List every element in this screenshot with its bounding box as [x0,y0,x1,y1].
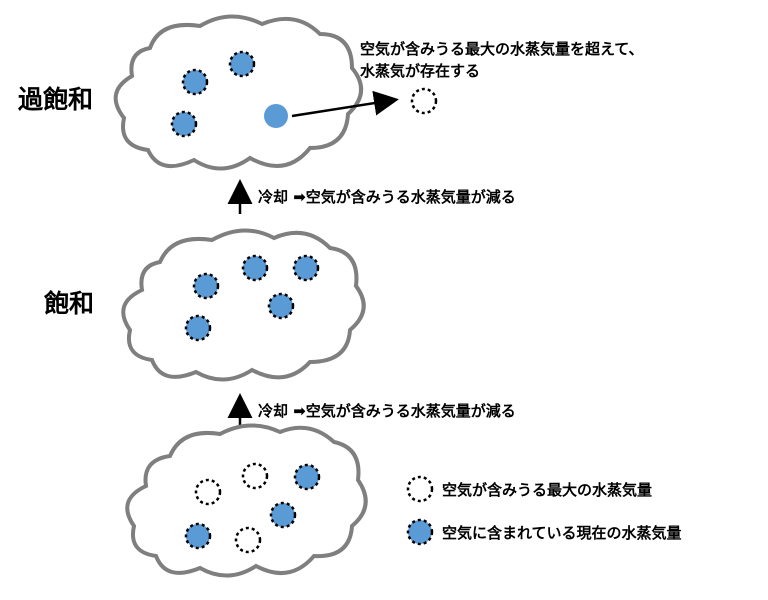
excess-vapor-dot [264,104,288,128]
vapor-filled-dot [269,501,297,529]
cloud-unsaturated [125,423,368,578]
vapor-filled-dot [241,254,269,282]
cloud-supersaturated [113,14,363,171]
cloud-outline [113,14,363,171]
excess-annotation-line2: 水蒸気が存在する [360,62,481,80]
legend-empty-dot-icon [406,475,434,503]
vapor-filled-dot [184,314,212,342]
legend-filled-dot-icon [406,518,434,546]
vapor-filled-dot [192,272,220,300]
legend-label-max-capacity: 空気が含みうる最大の水蒸気量 [442,481,653,499]
vapor-filled-dot [228,50,256,78]
state-label-saturated: 飽和 [44,289,95,318]
cooling-label-upper: 冷却 ➡空気が含みうる水蒸気量が減る [258,188,516,206]
cooling-label-lower: 冷却 ➡空気が含みうる水蒸気量が減る [258,402,516,420]
empty-capacity-dot [410,87,438,115]
excess-arrow [291,90,399,118]
vapor-filled-dot [184,522,212,550]
cloud-outline [121,228,366,382]
excess-annotation-line1: 空気が含みうる最大の水蒸気量を超えて、 [360,40,644,58]
vapor-filled-dot [292,254,320,282]
vapor-filled-dot [293,463,321,491]
vapor-filled-dot [181,68,209,96]
empty-capacity-dot [234,526,262,554]
vapor-filled-dot [267,292,295,320]
vapor-filled-dot [170,110,198,138]
empty-capacity-dot [241,462,269,490]
empty-capacity-dot [194,478,222,506]
cloud-saturated [121,228,366,382]
state-label-supersaturated: 過飽和 [18,85,94,114]
legend-label-current-amount: 空気に含まれている現在の水蒸気量 [442,524,682,542]
